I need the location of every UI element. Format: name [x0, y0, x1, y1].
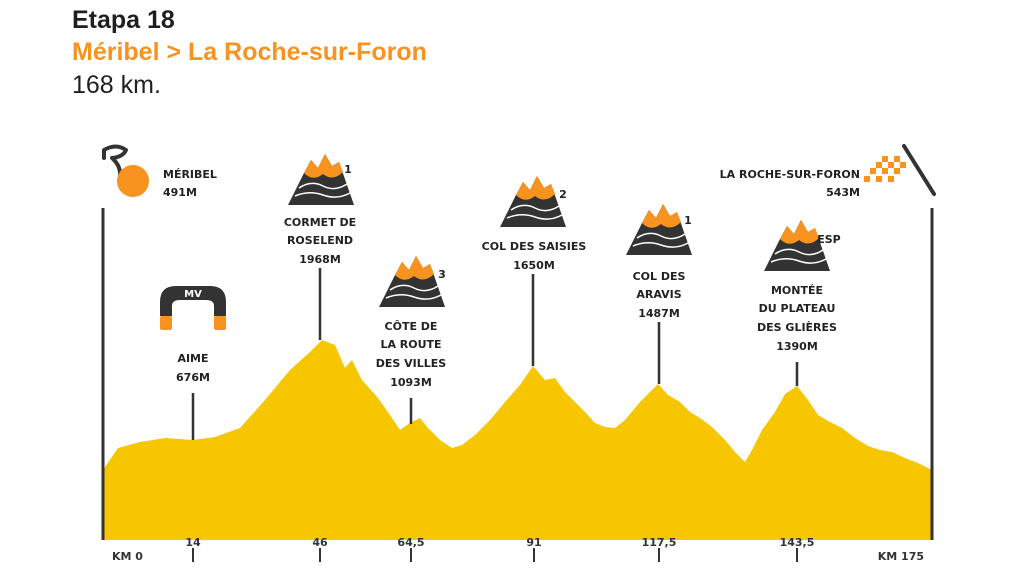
climb-category: ESP: [817, 233, 841, 246]
stage-title: Etapa 18: [72, 6, 175, 34]
stage-distance: 168 km.: [72, 71, 161, 99]
climb-name-line: ROSELEND: [287, 234, 353, 247]
climb-altitude: 1093M: [390, 376, 432, 389]
climb-name-line: DES GLIÈRES: [757, 321, 837, 334]
climb-name-line: COL DES: [633, 270, 686, 283]
sprint-altitude: 676M: [176, 371, 210, 384]
km-label: 64,5: [397, 536, 424, 549]
climb-name-line: MONTÉE: [771, 284, 823, 297]
climb-name-line: CORMET DE: [284, 216, 356, 229]
climb-name-line: LA ROUTE: [380, 338, 441, 351]
climb-category: 3: [438, 268, 446, 281]
climb-name-line: DES VILLES: [376, 357, 447, 370]
km-label: 117,5: [642, 536, 677, 549]
mountain-cat-3-icon: [378, 255, 446, 308]
cyclist-sun-icon: [102, 144, 149, 197]
climb-category: 2: [559, 188, 567, 201]
km-label: KM 0: [112, 550, 143, 563]
finish-flag-icon: [864, 144, 936, 196]
sprint-badge: MV: [184, 289, 202, 300]
km-label: 14: [185, 536, 201, 549]
sprint-name: AIME: [177, 352, 208, 365]
km-label: 143,5: [780, 536, 815, 549]
climb-altitude: 1968M: [299, 253, 341, 266]
stage-header: Etapa 18 Méribel > La Roche-sur-Foron 16…: [72, 4, 427, 102]
climb-category: 1: [684, 214, 692, 227]
stage-route: Méribel > La Roche-sur-Foron: [72, 38, 427, 66]
mountain-cat-2-icon: [499, 175, 567, 228]
start-name: MÉRIBEL: [163, 168, 217, 181]
start-altitude: 491M: [163, 186, 197, 199]
climb-name-line: COL DES SAISIES: [482, 240, 587, 253]
climb-altitude: 1650M: [513, 259, 555, 272]
km-label: 46: [312, 536, 328, 549]
climb-name-line: DU PLATEAU: [759, 302, 836, 315]
climb-name-line: CÔTE DE: [385, 320, 438, 333]
sprint-arch-icon: MV: [160, 286, 226, 330]
profile-area: [103, 340, 932, 540]
finish-name: LA ROCHE-SUR-FORON: [720, 168, 860, 181]
climb-category: 1: [344, 163, 352, 176]
mountain-cat-1-icon: [625, 203, 693, 256]
finish-altitude: 543M: [826, 186, 860, 199]
climb-altitude: 1390M: [776, 340, 818, 353]
km-label: 91: [526, 536, 541, 549]
climb-altitude: 1487M: [638, 307, 680, 320]
km-label: KM 175: [878, 550, 924, 563]
climb-name-line: ARAVIS: [636, 288, 681, 301]
mountain-cat-1-icon: [287, 153, 355, 206]
